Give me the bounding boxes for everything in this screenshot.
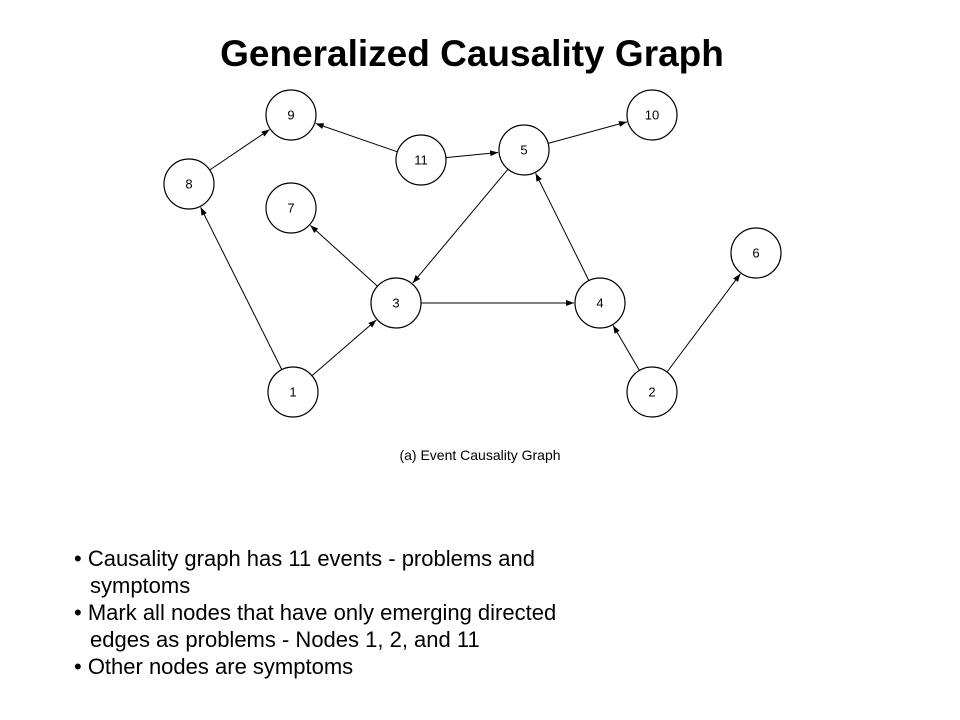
node-circle [730,227,782,279]
node-7: 7 [265,182,317,234]
node-10: 10 [626,89,678,141]
node-circle [395,134,447,186]
node-4: 4 [574,277,626,329]
node-8: 8 [163,158,215,210]
node-circle [265,89,317,141]
edge-11-to-5 [445,150,499,159]
edge-3-to-7 [309,225,378,287]
node-6: 6 [730,227,782,279]
node-circle [626,89,678,141]
bullet-item-1: • Causality graph has 11 events - proble… [74,545,794,599]
bullet-text: • Other nodes are symptoms [74,654,354,679]
edge-4-to-5 [535,173,590,281]
node-label: 5 [520,143,527,158]
bullet-continuation: edges as problems - Nodes 1, 2, and 11 [90,627,480,652]
edge-11-to-9 [315,123,398,153]
node-label: 1 [289,385,296,400]
bullet-text: • Causality graph has 11 events - proble… [74,546,535,571]
node-label: 10 [645,108,659,123]
graph-caption: (a) Event Causality Graph [399,447,560,463]
node-11: 11 [395,134,447,186]
node-label: 9 [287,108,294,123]
node-circle [370,277,422,329]
node-label: 2 [648,385,655,400]
node-label: 8 [185,177,192,192]
node-2: 2 [626,366,678,418]
edge-5-to-3 [412,168,509,284]
node-circle [626,366,678,418]
node-label: 6 [752,246,759,261]
graph-nodes: 1 2 3 4 5 6 7 8 9 10 11 [163,89,782,418]
node-circle [267,366,319,418]
edge-8-to-9 [209,129,270,171]
node-circle [498,124,550,176]
node-circle [265,182,317,234]
node-label: 7 [287,201,294,216]
edge-1-to-3 [311,319,377,377]
node-label: 11 [414,153,428,168]
edge-1-to-8 [200,207,283,370]
node-9: 9 [265,89,317,141]
edge-2-to-4 [612,325,640,371]
bullet-text: • Mark all nodes that have only emerging… [74,600,557,625]
node-circle [163,158,215,210]
node-3: 3 [370,277,422,329]
graph-edges [200,121,741,377]
bullet-list: • Causality graph has 11 events - proble… [74,545,794,680]
node-label: 4 [596,296,603,311]
edge-5-to-10 [547,121,628,144]
bullet-continuation: symptoms [90,573,191,598]
node-circle [574,277,626,329]
page-title: Generalized Causality Graph [220,33,724,74]
bullet-item-3: • Other nodes are symptoms [74,653,794,680]
node-label: 3 [392,296,399,311]
node-5: 5 [498,124,550,176]
bullet-item-2: • Mark all nodes that have only emerging… [74,599,794,653]
node-1: 1 [267,366,319,418]
edge-2-to-6 [666,273,741,373]
